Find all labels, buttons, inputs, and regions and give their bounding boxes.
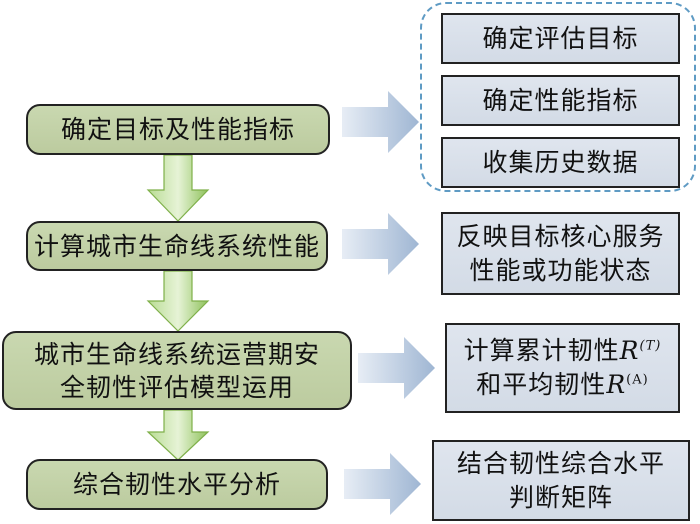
step-3-label-line-2: 全韧性评估模型运用	[59, 372, 294, 402]
step-4-label: 综合韧性水平分析	[72, 470, 281, 499]
step-1-label: 确定目标及性能指标	[60, 115, 295, 144]
detail-core-service-state: 反映目标核心服务 性能或功能状态	[441, 212, 680, 295]
step-3-label-line-1: 城市生命线系统运营期安	[33, 339, 320, 369]
down-arrow-icon	[146, 155, 210, 222]
detail-label-line-2: 判断矩阵	[508, 482, 613, 512]
detail-define-performance-indicators: 确定性能指标	[441, 75, 680, 126]
step-3-apply-model: 城市生命线系统运营期安 全韧性评估模型运用	[2, 331, 352, 410]
detail-compute-resilience: 计算累计韧性R(T) 和平均韧性R(A)	[445, 323, 680, 413]
step-4-resilience-analysis: 综合韧性水平分析	[26, 459, 328, 510]
average-resilience-text: 和平均韧性	[476, 370, 607, 399]
detail-label-line-1: 计算累计韧性R(T)	[464, 334, 662, 368]
detail-label-line-1: 反映目标核心服务	[456, 221, 665, 251]
step-1-define-goals: 确定目标及性能指标	[26, 104, 330, 155]
detail-label: 确定评估目标	[482, 23, 639, 53]
average-superscript: (A)	[626, 372, 649, 388]
detail-label: 收集历史数据	[482, 147, 639, 177]
detail-label-line-1: 结合韧性综合水平	[456, 448, 665, 478]
cumulative-superscript: (T)	[639, 338, 662, 354]
right-arrow-icon	[358, 337, 435, 399]
detail-group-container	[420, 2, 696, 192]
right-arrow-icon	[342, 91, 419, 153]
detail-define-evaluation-goal: 确定评估目标	[441, 13, 680, 64]
down-arrow-icon	[146, 271, 210, 332]
right-arrow-icon	[342, 213, 419, 275]
step-2-label: 计算城市生命线系统性能	[33, 231, 320, 261]
detail-label-line-2: 和平均韧性R(A)	[464, 368, 662, 402]
resilience-symbol: R	[619, 336, 640, 365]
detail-label: 确定性能指标	[482, 85, 639, 115]
down-arrow-icon	[146, 410, 210, 461]
detail-collect-history-data: 收集历史数据	[441, 137, 680, 188]
detail-judgment-matrix: 结合韧性综合水平 判断矩阵	[432, 440, 690, 521]
detail-label-line-2: 性能或功能状态	[469, 255, 652, 285]
right-arrow-icon	[344, 453, 421, 515]
cumulative-resilience-text: 计算累计韧性	[463, 336, 620, 365]
resilience-symbol: R	[606, 370, 627, 399]
step-2-compute-performance: 计算城市生命线系统性能	[26, 221, 328, 271]
